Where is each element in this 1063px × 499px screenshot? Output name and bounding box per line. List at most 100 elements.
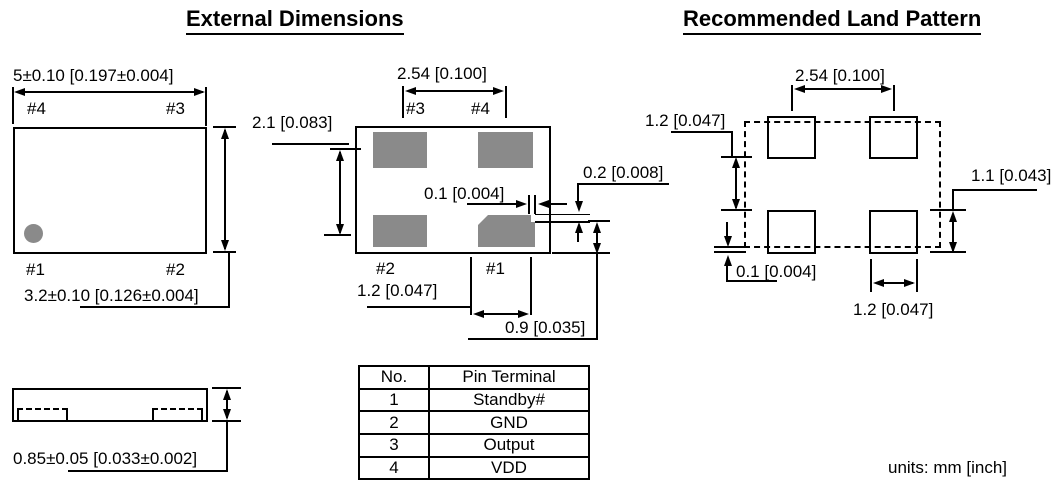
gap-bar (534, 195, 536, 214)
dim-tick (330, 148, 361, 150)
arrowhead-right (518, 309, 529, 318)
width-dim-label: 5±0.10 [0.197±0.004] (13, 66, 174, 85)
land-pad-tl (767, 116, 816, 159)
arrowhead-up (574, 222, 583, 233)
arrowhead-left (473, 309, 484, 318)
arrowhead-up (335, 150, 344, 161)
gap-bar (528, 195, 530, 214)
arrowhead-down (723, 236, 732, 247)
gap-bar (714, 246, 746, 248)
dim-line (735, 160, 737, 208)
pin-no: 1 (358, 387, 430, 413)
pin-label-bl: #2 (376, 259, 395, 278)
pin-no: 3 (358, 433, 430, 458)
dim-tick (930, 209, 966, 211)
leader-line (952, 189, 954, 211)
arrowhead-down (574, 201, 583, 212)
pin-terminal: Standby# (428, 387, 590, 413)
dim-line (408, 90, 501, 92)
land-pad-height-label: 1.1 [0.043] (971, 166, 1052, 185)
hidden-pad-left (17, 408, 68, 420)
pad-4 (478, 132, 533, 168)
dim-tick (721, 209, 752, 211)
leader-line (731, 131, 733, 157)
arrowhead-down (592, 243, 601, 254)
land-outline-offset-label: 0.1 [0.004] (736, 262, 817, 281)
table-row: 3 Output (358, 433, 590, 458)
pad-2 (373, 215, 427, 247)
pad-width-label: 1.2 [0.047] (357, 281, 438, 300)
dim-line (17, 91, 203, 93)
pad-1-chamfered (478, 215, 535, 247)
dim-line (952, 214, 954, 251)
leader-line (68, 470, 228, 472)
land-pad-tr (869, 116, 918, 159)
dim-tick (213, 251, 236, 253)
package-outline-dashed (744, 121, 941, 248)
pad-height-label: 0.9 [0.035] (505, 318, 586, 337)
land-pad-bl (767, 210, 816, 254)
arrowhead-up (220, 128, 229, 139)
extension-line (205, 87, 207, 126)
land-pattern-title: Recommended Land Pattern (683, 6, 982, 35)
leader-line (954, 189, 1037, 191)
pin-no: 2 (358, 410, 430, 436)
pin-terminal: GND (428, 410, 590, 436)
arrowhead-left (873, 278, 884, 287)
pitch-y-label: 2.1 [0.083] (252, 113, 333, 132)
table-row: 4 VDD (358, 455, 590, 481)
leader-line (226, 421, 228, 471)
pitch-x-label: 2.54 [0.100] (397, 64, 487, 83)
pin-table: No. Pin Terminal 1 Standby# 2 GND 3 Outp… (358, 365, 590, 481)
leader-line (228, 253, 230, 308)
dim-line (224, 130, 226, 249)
arrowhead-up (222, 389, 231, 400)
extension-line (505, 86, 507, 118)
pin-terminal: Output (428, 433, 590, 458)
pin-label-tr: #4 (471, 99, 490, 118)
extension-line (530, 257, 532, 315)
table-row: 1 Standby# (358, 387, 590, 413)
leader-line (671, 131, 733, 133)
extension-line (870, 259, 872, 292)
hidden-pad-right (152, 408, 203, 420)
dim-tick (930, 251, 966, 253)
extension-line (791, 85, 793, 111)
pin-label-tr: #3 (166, 99, 185, 118)
arrowhead-up (723, 255, 732, 266)
leader-line (726, 280, 777, 282)
dim-tick (588, 220, 610, 222)
arrowhead-right (904, 278, 915, 287)
pad-gap-label: 0.1 [0.004] (424, 184, 505, 203)
extension-line (916, 259, 918, 292)
pin-label-tl: #4 (27, 99, 46, 118)
leader-line (468, 338, 598, 340)
thickness-dim-label: 0.85±0.05 [0.033±0.002] (13, 449, 198, 468)
arrowhead-right (194, 87, 205, 96)
dim-tick (213, 126, 236, 128)
land-pad-width-label: 1.2 [0.047] (853, 300, 934, 319)
table-row: 2 GND (358, 410, 590, 436)
pad-3 (373, 132, 427, 168)
dim-line (339, 152, 341, 233)
edge-reference-line (535, 221, 590, 223)
arrowhead-right (516, 199, 527, 208)
leader-line (367, 306, 470, 308)
arrowhead-up (731, 157, 740, 168)
dim-line (577, 231, 579, 242)
arrowhead-left (794, 84, 805, 93)
dim-line (596, 228, 598, 246)
dim-tick (552, 252, 610, 254)
edge-reference-line (535, 213, 590, 215)
height-dim-label: 3.2±0.10 [0.126±0.004] (24, 286, 199, 305)
dim-tick (212, 387, 241, 389)
arrowhead-down (948, 242, 957, 253)
land-pad-br (869, 210, 918, 254)
leader-line (272, 143, 349, 145)
units-note: units: mm [inch] (888, 458, 1008, 477)
arrowhead-left (538, 199, 549, 208)
pin1-marker-dot (24, 224, 43, 243)
pin-table-header-no: No. (358, 365, 430, 390)
pin-no: 4 (358, 455, 430, 481)
pin-table-header-row: No. Pin Terminal (358, 365, 590, 390)
